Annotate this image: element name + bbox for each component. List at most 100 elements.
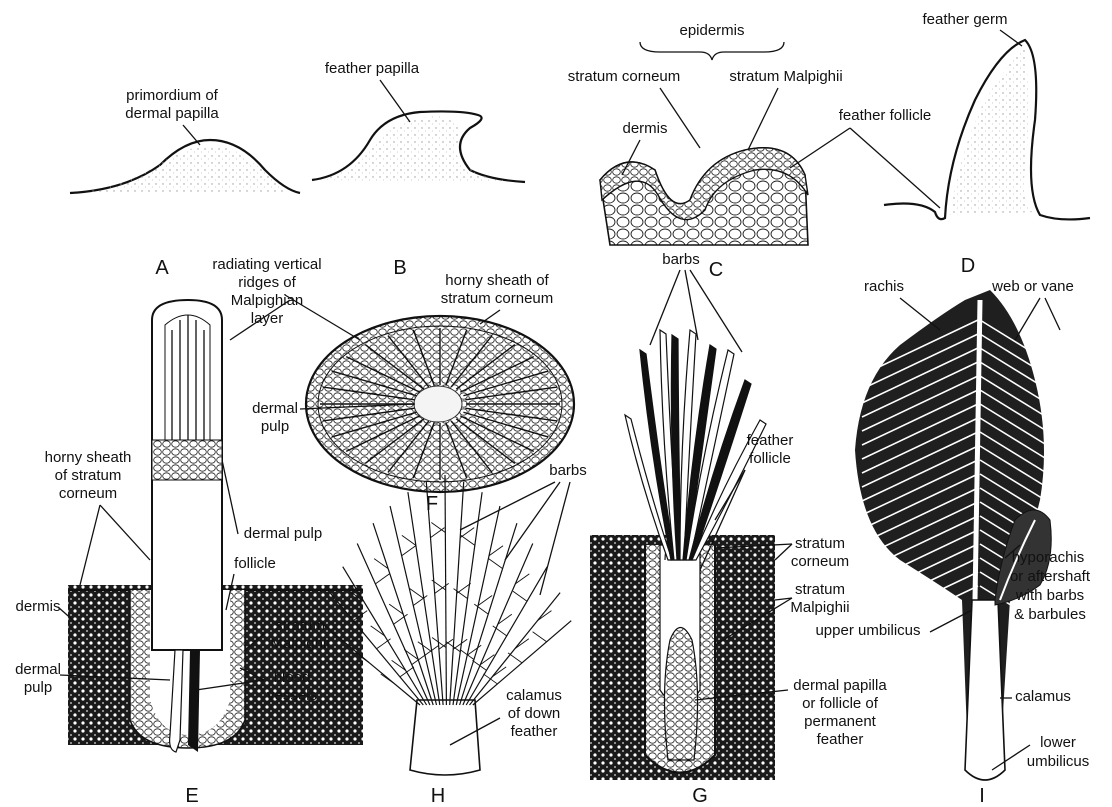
label-corneum-g: corneum <box>791 553 849 570</box>
barbule <box>371 626 385 636</box>
label-hyporachis-1: hyporachis <box>1012 549 1085 566</box>
label-vessels-e: vessels <box>267 687 317 704</box>
label-follicle-e: follicle <box>234 555 276 572</box>
label-dermal-f: dermal <box>252 400 298 417</box>
panel-letter-a: A <box>155 257 169 279</box>
down-barb <box>463 543 533 705</box>
label-horny-sheath-f2: stratum corneum <box>441 290 554 307</box>
panel-b: feather papilla B <box>312 60 525 279</box>
label-rachis: rachis <box>864 278 904 295</box>
label-barbs-g: barbs <box>662 251 700 268</box>
label-calamus-i: calamus <box>1015 688 1071 705</box>
label-pulp-f: pulp <box>261 418 289 435</box>
label-follicle-g: follicle <box>749 450 791 467</box>
label-radiating: radiating vertical <box>212 256 321 273</box>
panel-e: horny sheath of stratum corneum dermal p… <box>15 300 363 807</box>
label-dermal-papilla-a: dermal papilla <box>125 105 219 122</box>
panel-letter-c: C <box>709 259 723 281</box>
label-dermis-c: dermis <box>622 120 667 137</box>
panel-letter-b: B <box>393 257 406 279</box>
panel-letter-i: I <box>979 785 985 807</box>
label-stratum-malpighii-c: stratum Malpighii <box>729 68 842 85</box>
panel-i-calamus <box>965 600 1005 780</box>
panel-letter-d: D <box>961 255 975 277</box>
panel-c: epidermis stratum corneum stratum Malpig… <box>568 22 843 281</box>
label-dermal-pulp-e: dermal pulp <box>244 525 322 542</box>
barbule <box>381 674 395 684</box>
barbule <box>489 559 503 569</box>
label-epidermis: epidermis <box>679 22 744 39</box>
panel-a-stipple <box>80 146 290 193</box>
panel-h-calamus <box>410 700 480 775</box>
epidermis-brace <box>640 42 784 60</box>
panel-f: radiating vertical ridges of Malpighian … <box>212 256 574 515</box>
label-malpighii-g: Malpighii <box>790 599 849 616</box>
label-hyporachis-4: & barbules <box>1014 606 1086 623</box>
panel-g-papilla <box>664 628 697 761</box>
label-hyporachis-2: or aftershaft <box>1010 568 1091 585</box>
label-feather-papilla: feather papilla <box>325 60 420 77</box>
barbule <box>375 574 389 584</box>
leader-d-germ <box>1000 30 1022 46</box>
barbule <box>513 591 527 601</box>
barbule <box>508 653 522 663</box>
label-calamus-h: calamus <box>506 687 562 704</box>
leader-c-malpighii <box>748 88 778 150</box>
label-malpighian: Malpighian <box>231 292 304 309</box>
leader-c-corneum <box>660 88 700 148</box>
barbule <box>402 535 416 545</box>
label-feather-g: feather <box>747 432 794 449</box>
leader-a <box>183 125 200 145</box>
label-barbs-h: barbs <box>549 462 587 479</box>
panel-e-blood-vessel <box>188 650 200 752</box>
barbule <box>454 589 468 599</box>
label-stratum-g1: stratum <box>795 535 845 552</box>
barbule <box>533 632 547 642</box>
label-lower-1: lower <box>1040 734 1076 751</box>
down-barb <box>390 506 436 705</box>
label-dermal-papilla-g3: permanent <box>804 713 877 730</box>
label-feather-h: feather <box>511 723 558 740</box>
label-feather-follicle-d: feather follicle <box>839 107 932 124</box>
label-ridges-of: ridges of <box>238 274 296 291</box>
label-feather-germ: feather germ <box>922 11 1007 28</box>
label-layer: layer <box>251 310 284 327</box>
barbule <box>461 535 475 545</box>
barbule <box>435 583 449 593</box>
label-hyporachis-3: with barbs <box>1015 587 1084 604</box>
label-primordium: primordium of <box>126 87 219 104</box>
leader-b <box>380 80 410 122</box>
vane-barb-left <box>862 572 978 627</box>
leader-d-follicle-2 <box>790 128 850 168</box>
panel-letter-h: H <box>431 785 445 807</box>
label-malpighii-e: Malpighii <box>270 635 329 652</box>
label-pulp-e: pulp <box>24 679 52 696</box>
barbule <box>483 674 497 684</box>
barbule <box>402 546 416 556</box>
panel-f-pulp-core <box>414 386 462 422</box>
label-dermal-papilla-g4: feather <box>817 731 864 748</box>
label-dermis-e: dermis <box>15 598 60 615</box>
label-horny-sheath-f1: horny sheath of <box>445 272 549 289</box>
label-of-down: of down <box>508 705 561 722</box>
leader-d-follicle-1 <box>850 128 940 208</box>
barbule <box>430 528 444 538</box>
label-dermal-papilla-g2: or follicle of <box>802 695 879 712</box>
barbule <box>410 589 424 599</box>
panel-b-stipple <box>320 116 515 182</box>
panel-e-pulp-cells <box>152 440 222 480</box>
label-dermal-e: dermal <box>15 661 61 678</box>
barbule <box>377 639 391 649</box>
label-stratum-corneum-c: stratum corneum <box>568 68 681 85</box>
panel-letter-e: E <box>185 785 198 807</box>
panel-letter-g: G <box>692 785 708 807</box>
label-dermal-papilla-g1: dermal papilla <box>793 677 887 694</box>
barbule <box>418 642 432 652</box>
label-lower-2: umbilicus <box>1027 753 1090 770</box>
panel-g: barbs feather follicle stratum corneum s… <box>590 251 887 807</box>
label-blood-e: blood <box>274 669 311 686</box>
panel-a: primordium of dermal papilla A <box>70 87 300 279</box>
label-horny-sheath-e1: horny sheath <box>45 449 132 466</box>
